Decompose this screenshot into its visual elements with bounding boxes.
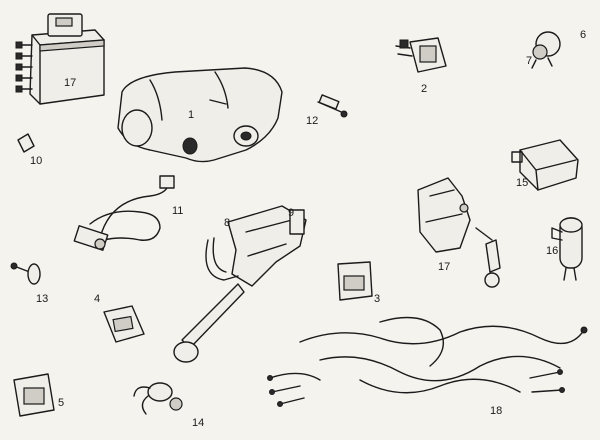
callout-13: 13 [36,293,48,305]
relay-box-part [511,139,579,191]
combination-switch-part [173,205,307,363]
callout-18: 18 [490,405,502,417]
callout-8: 8 [224,217,230,229]
callout-3: 3 [374,293,380,305]
column-cowl-part [117,67,283,163]
bulb-holder-part [531,31,561,69]
callout-5: 5 [58,397,64,409]
callout-9: 9 [288,207,294,219]
callout-10: 10 [30,155,42,167]
callout-16: 16 [546,245,558,257]
flasher-relay-part [551,217,583,281]
callout-12: 12 [306,115,318,127]
callout-6: 6 [580,29,586,41]
main-harness-part [267,316,588,407]
callout-4: 4 [94,293,100,305]
toggle-switch-part [13,373,55,417]
relay-block-part [15,13,105,105]
callout-7: 7 [526,55,532,67]
callout-11: 11 [172,205,183,217]
callout-2: 2 [421,83,427,95]
callout-17-lock: 17 [438,261,450,273]
ignition-lock-part [417,177,501,288]
post-part [10,262,41,285]
push-switch-part [103,305,145,343]
callout-17-relay: 17 [64,77,76,89]
rocker-switch-part [395,37,447,73]
callout-14: 14 [192,417,204,429]
callout-1: 1 [188,109,194,121]
pin-part [317,94,348,118]
callout-15: 15 [516,177,528,189]
clip-part [17,133,35,153]
bulb-with-leads-part [133,382,183,415]
small-loom-part [73,175,175,251]
square-switch-part [337,261,373,301]
